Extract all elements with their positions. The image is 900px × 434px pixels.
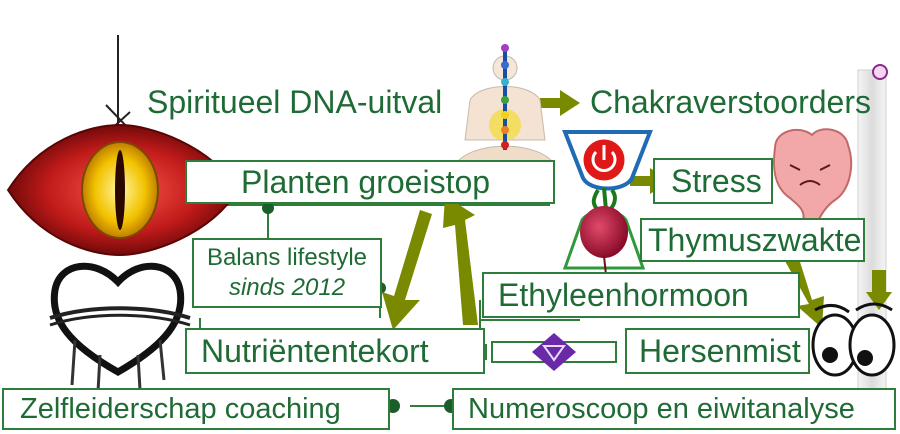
node-chakra: Chakraverstoorders xyxy=(590,84,871,120)
node-balans: Balans lifestyle sinds 2012 xyxy=(192,238,382,308)
pole-top-icon xyxy=(872,64,888,80)
eye-icon xyxy=(6,123,240,257)
node-stress: Stress xyxy=(653,158,773,204)
meditation-figure-icon xyxy=(454,44,556,166)
balans-line1: Balans lifestyle xyxy=(206,244,368,271)
balans-line2: sinds 2012 xyxy=(228,274,346,301)
beet-icon xyxy=(580,187,628,276)
arrow-to-nutrient xyxy=(382,210,432,330)
stomach-icon xyxy=(772,128,853,236)
node-zelf: Zelfleiderschap coaching xyxy=(2,388,390,430)
arrow-pole-down xyxy=(866,270,892,310)
node-nutrient: Nutriëntentekort xyxy=(185,328,485,374)
dizzy-face-icon xyxy=(811,302,896,377)
node-thymus: Thymuszwakte xyxy=(640,218,865,262)
node-planten: Planten groeistop xyxy=(185,160,555,204)
thorn-heart-icon xyxy=(49,262,191,393)
chakra-triangle-icon xyxy=(485,333,627,371)
node-ethyleen: Ethyleenhormoon xyxy=(482,272,800,318)
arrow-to-chakra xyxy=(540,90,580,116)
node-spiritueel: Spiritueel DNA-uitval xyxy=(147,84,443,120)
node-numero: Numeroscoop en eiwitanalyse xyxy=(452,388,896,430)
arrow-up-planten xyxy=(443,196,478,325)
node-hersenmist: Hersenmist xyxy=(625,328,810,374)
arrow-to-hersenmist xyxy=(780,246,824,328)
